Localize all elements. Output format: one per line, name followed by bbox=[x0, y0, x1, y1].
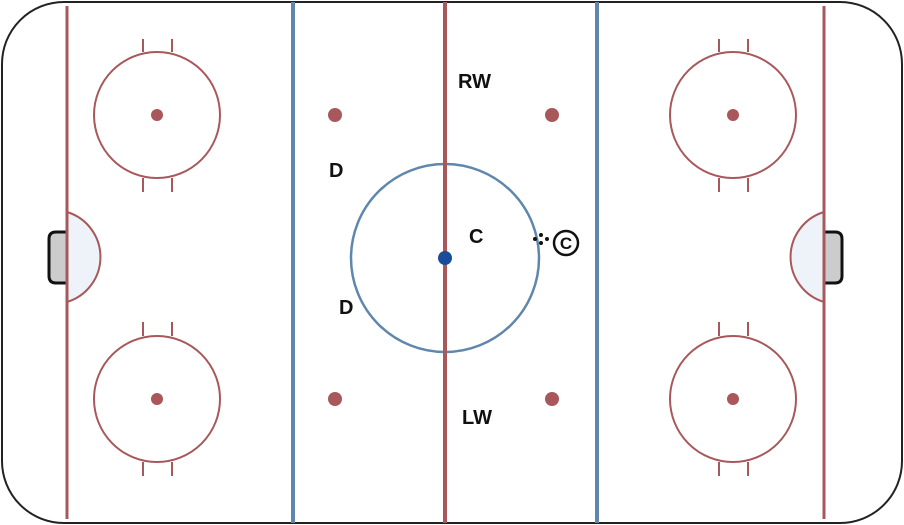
neutral-faceoff-dot bbox=[328, 392, 342, 406]
center-faceoff-dot bbox=[438, 251, 452, 265]
puck-icon bbox=[545, 237, 549, 241]
faceoff-circle-bottom-left bbox=[93, 322, 221, 476]
puck-icon bbox=[539, 233, 543, 237]
faceoff-dot bbox=[727, 393, 739, 405]
faceoff-circle-top-left bbox=[93, 39, 221, 192]
faceoff-dot bbox=[727, 109, 739, 121]
faceoff-dot bbox=[151, 393, 163, 405]
coach-marker: C bbox=[533, 229, 580, 257]
left-goal-crease bbox=[66, 210, 102, 304]
left-goal-net bbox=[47, 230, 69, 285]
faceoff-dot bbox=[151, 109, 163, 121]
right-goal-crease bbox=[789, 210, 825, 304]
right-wing-label: RW bbox=[458, 71, 491, 93]
faceoff-circle-bottom-right bbox=[669, 322, 797, 476]
defense-bottom-label: D bbox=[339, 297, 353, 319]
center-label: C bbox=[469, 226, 483, 248]
puck-icon bbox=[539, 241, 543, 245]
faceoff-circle-top-right bbox=[669, 39, 797, 192]
coach-label: C bbox=[560, 234, 572, 253]
neutral-faceoff-dot bbox=[545, 392, 559, 406]
left-wing-label: LW bbox=[462, 407, 492, 429]
neutral-faceoff-dot bbox=[328, 108, 342, 122]
puck-icon bbox=[533, 237, 537, 241]
defense-top-label: D bbox=[329, 160, 343, 182]
right-goal-net bbox=[822, 230, 844, 285]
neutral-faceoff-dot bbox=[545, 108, 559, 122]
coach-circle-icon bbox=[552, 229, 580, 257]
